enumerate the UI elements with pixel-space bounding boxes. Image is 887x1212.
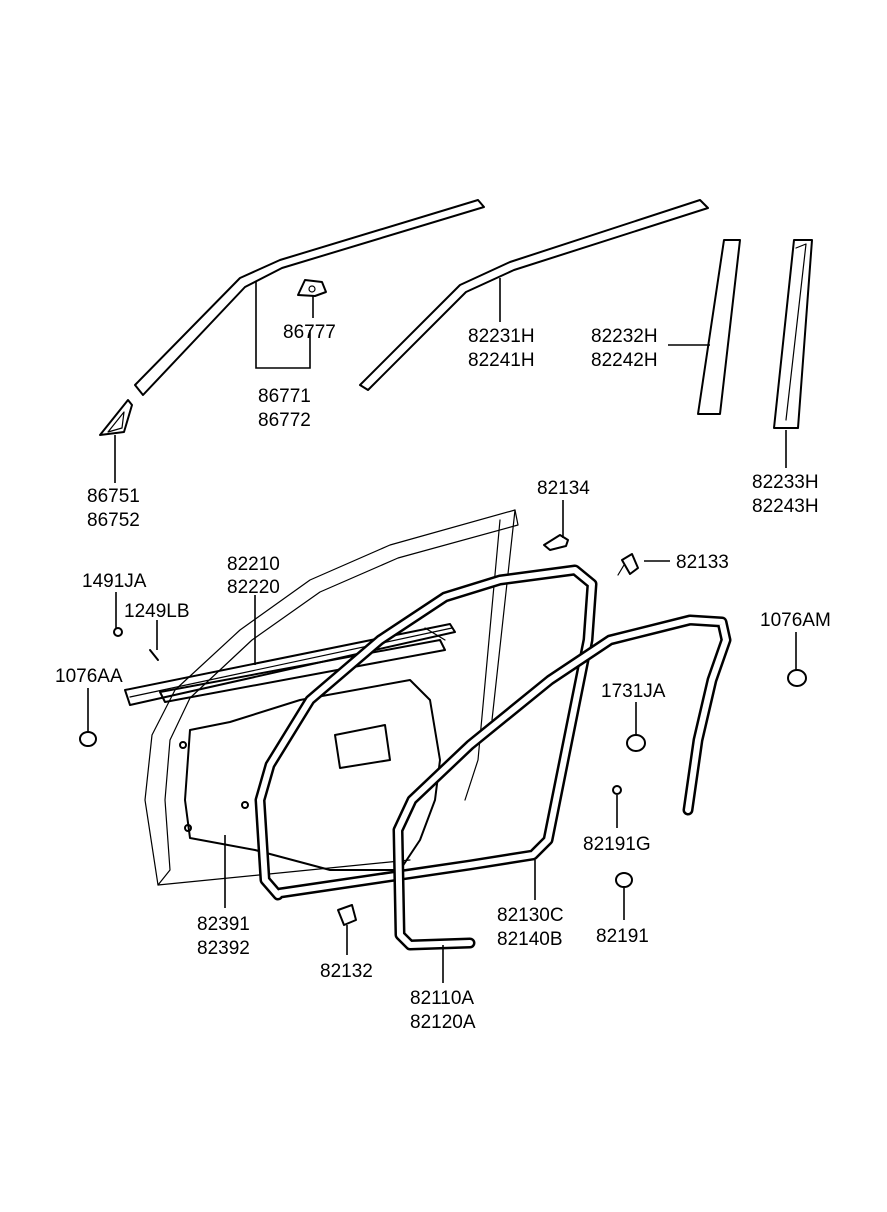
label-82132: 82132 — [320, 961, 373, 982]
plug-1731JA — [626, 734, 646, 752]
label-1491JA: 1491JA — [82, 571, 147, 592]
clip-82134 — [543, 534, 569, 551]
label-86771: 86771 — [258, 386, 311, 407]
label-82231H: 82231H — [468, 326, 535, 347]
label-86777: 86777 — [283, 322, 336, 343]
label-82191: 82191 — [596, 926, 649, 947]
door-weatherstrip-82130C — [254, 564, 598, 901]
label-1249LB: 1249LB — [124, 601, 190, 622]
clip-82191 — [615, 872, 633, 888]
leader-lines — [87, 278, 797, 983]
label-82134: 82134 — [537, 478, 590, 499]
clip-82133 — [617, 553, 639, 576]
window-moulding-86771 — [134, 199, 485, 396]
label-82133: 82133 — [676, 552, 729, 573]
label-82130C: 82130C — [497, 905, 564, 926]
label-82233H: 82233H — [752, 472, 819, 493]
body-weatherstrip-82110A — [392, 614, 732, 951]
label-82392: 82392 — [197, 938, 250, 959]
label-86752: 86752 — [87, 510, 140, 531]
clip-82191G — [612, 785, 622, 795]
frame-moulding-82231H — [359, 199, 709, 391]
pillar-moulding-82233H — [773, 239, 813, 429]
label-86772: 86772 — [258, 410, 311, 431]
label-82243H: 82243H — [752, 496, 819, 517]
label-82220: 82220 — [227, 577, 280, 598]
label-82232H: 82232H — [591, 326, 658, 347]
label-82210: 82210 — [227, 554, 280, 575]
label-82241H: 82241H — [468, 350, 535, 371]
label-82120A: 82120A — [410, 1012, 476, 1033]
label-82191G: 82191G — [583, 834, 651, 855]
label-1731JA: 1731JA — [601, 681, 666, 702]
corner-piece-86751 — [99, 399, 133, 436]
door-outline — [144, 509, 519, 886]
part-labels: 86777 86771 86772 86751 86752 82231H 822… — [55, 322, 831, 1033]
label-82242H: 82242H — [591, 350, 658, 371]
clip-86777 — [297, 279, 327, 297]
belt-weatherstrip-82210 — [124, 623, 456, 706]
screw-1491JA — [113, 627, 123, 637]
bumper-82132 — [337, 904, 357, 926]
label-86751: 86751 — [87, 486, 140, 507]
plug-1076AA — [79, 731, 97, 747]
screw-1249LB — [149, 649, 159, 661]
label-82110A: 82110A — [410, 988, 474, 1009]
label-1076AA: 1076AA — [55, 666, 123, 687]
label-82391: 82391 — [197, 914, 250, 935]
pillar-moulding-82232H — [697, 239, 741, 415]
plug-1076AM — [787, 669, 807, 687]
label-1076AM: 1076AM — [760, 610, 831, 631]
label-82140B: 82140B — [497, 929, 563, 950]
